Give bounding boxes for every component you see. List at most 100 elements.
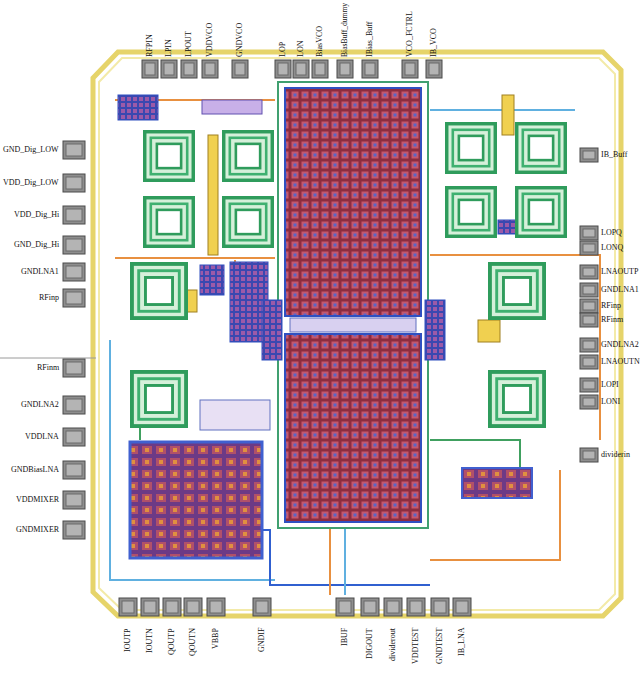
pin-label: GNDLNA2: [601, 341, 639, 349]
bond-pad: [63, 396, 85, 414]
bond-pad: [407, 598, 425, 616]
pin-label: LNAOUTN: [601, 358, 640, 366]
pad-opening: [583, 358, 595, 366]
pad-opening: [434, 601, 446, 613]
bond-pad: [580, 283, 598, 297]
bond-pad: [63, 461, 85, 479]
pad-opening: [144, 601, 156, 613]
bond-pad: [580, 448, 598, 462]
pin-label: LONI: [601, 398, 620, 406]
inductors: [132, 124, 565, 426]
bond-pad: [580, 313, 598, 327]
pad-opening: [66, 524, 82, 536]
pad-opening: [583, 381, 595, 389]
pad-opening: [278, 63, 288, 75]
pad-opening: [66, 266, 82, 278]
bond-pad: [384, 598, 402, 616]
pad-opening: [166, 601, 178, 613]
pin-label: LOPQ: [601, 229, 622, 237]
pin-label: GNDTEST: [436, 628, 444, 664]
pad-opening: [429, 63, 439, 75]
bond-pad: [580, 241, 598, 255]
pad-opening: [583, 268, 595, 276]
pad-opening: [340, 63, 350, 75]
pin-label: GNDIF: [258, 628, 266, 652]
pin-label: VDDMIXER: [16, 496, 59, 504]
bond-pad: [63, 521, 85, 539]
pad-opening: [66, 239, 82, 251]
bond-pad: [580, 299, 598, 313]
pin-label: RFPIN: [146, 34, 154, 57]
bond-pad: [580, 378, 598, 392]
bond-pad: [142, 60, 158, 78]
bond-pad: [63, 236, 85, 254]
pin-label: VBBP: [212, 628, 220, 649]
pad-opening: [66, 144, 82, 156]
pad-opening: [235, 63, 245, 75]
pad-opening: [66, 431, 82, 443]
pin-label: RFinm: [37, 364, 59, 372]
bond-pad: [426, 60, 442, 78]
pin-label: IB_Buff: [601, 151, 628, 159]
core-blocks: [118, 82, 538, 558]
pad-opening: [583, 229, 595, 237]
pin-label: QOUTP: [168, 628, 176, 655]
bond-pad: [402, 60, 418, 78]
pad-opening: [583, 398, 595, 406]
pad-opening: [184, 63, 194, 75]
pin-label: GND_Dig_Hi: [14, 241, 59, 249]
pad-opening: [583, 302, 595, 310]
pad-opening: [583, 286, 595, 294]
bond-pad: [63, 289, 85, 307]
bond-pad: [431, 598, 449, 616]
pin-label: VDD_Dig_Hi: [14, 211, 59, 219]
pin-label: GNDMIXER: [16, 526, 59, 534]
bond-pads: [63, 60, 598, 616]
pin-label: LPIN: [165, 39, 173, 57]
pad-opening: [145, 63, 155, 75]
bond-pad: [63, 206, 85, 224]
pad-opening: [583, 151, 595, 159]
pad-opening: [583, 451, 595, 459]
bond-pad: [63, 174, 85, 192]
pin-label: VCO_FCTRL: [406, 11, 414, 57]
bond-pad: [580, 338, 598, 352]
pad-opening: [205, 63, 215, 75]
bond-pad: [63, 359, 85, 377]
pad-opening: [256, 601, 268, 613]
pin-label: VDDTEST: [412, 628, 420, 664]
pad-opening: [583, 244, 595, 252]
pad-opening: [364, 601, 376, 613]
pin-label: RFinp: [601, 302, 621, 310]
pin-label: LPOUT: [185, 31, 193, 57]
pad-opening: [410, 601, 422, 613]
pad-opening: [66, 494, 82, 506]
pin-label: GNDBiasLNA: [11, 466, 59, 474]
bond-pad: [580, 226, 598, 240]
bond-pad: [207, 598, 225, 616]
pad-opening: [66, 464, 82, 476]
bond-pad: [232, 60, 248, 78]
pin-label: GNDLNA1: [601, 286, 639, 294]
pad-opening: [365, 63, 375, 75]
bond-pad: [161, 60, 177, 78]
pad-opening: [187, 601, 199, 613]
bond-pad: [163, 598, 181, 616]
bond-pad: [293, 60, 309, 78]
bond-pad: [337, 60, 353, 78]
pin-label: GNDLNA2: [21, 401, 59, 409]
pin-label: dividerout: [389, 628, 397, 661]
bond-pad: [253, 598, 271, 616]
pin-label: IBUF: [341, 628, 349, 646]
pin-label: QOUTN: [189, 628, 197, 656]
pin-label: IB_VCO: [430, 28, 438, 57]
pin-label: GND_Dig_LOW: [3, 146, 59, 154]
pin-label: LON: [297, 41, 305, 57]
pin-label: LOP: [279, 42, 287, 57]
pin-label: DIGOUT: [366, 628, 374, 659]
pin-label: LOPI: [601, 381, 619, 389]
bond-pad: [580, 265, 598, 279]
